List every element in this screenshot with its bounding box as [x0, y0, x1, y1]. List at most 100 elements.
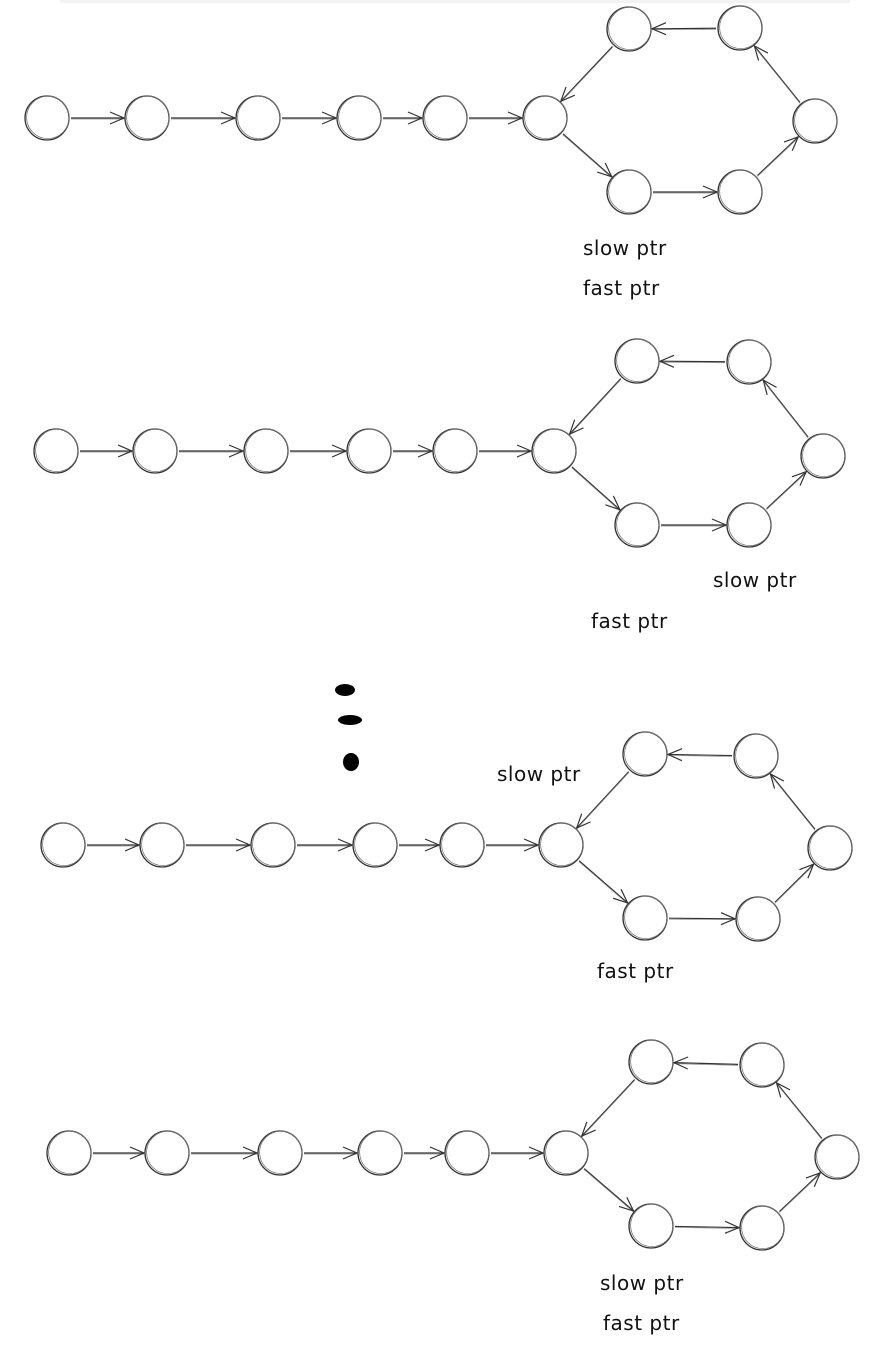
list-arrow-3-4-head: [424, 838, 441, 852]
cycle-arrow-2-5: [659, 360, 726, 363]
list-node-3-3: [250, 822, 296, 868]
cycle-arrow-4-3: [779, 1172, 821, 1212]
list-arrow-3-1-head: [124, 838, 141, 852]
cycle-node-4-3-sketch: [816, 1134, 860, 1179]
slow-ptr-label-2: slow ptr: [713, 568, 797, 592]
cycle-arrow-4-4-head: [775, 1081, 791, 1098]
cycle-arrow-1-5-head: [650, 22, 667, 36]
list-arrow-1-2-head: [220, 111, 237, 125]
cycle-arrow-1-1: [562, 133, 613, 178]
cycle-arrow-2-3-sketch: [766, 472, 807, 510]
cycle-arrow-3-4-sketch: [770, 774, 816, 831]
cycle-arrow-1-5: [651, 27, 717, 30]
cycle-node-2-1: [614, 502, 660, 548]
fast-ptr-label-4: fast ptr: [603, 1311, 680, 1335]
list-arrow-2-1-head: [117, 444, 134, 458]
list-node-1-6: [522, 95, 568, 141]
cycle-arrow-2-1: [571, 466, 621, 511]
cycle-arrow-3-3-sketch: [774, 864, 814, 904]
cycle-arrow-3-2-head: [720, 912, 737, 926]
list-arrow-2-4-head: [417, 444, 434, 458]
cycle-node-2-2-sketch: [728, 502, 772, 547]
list-node-2-1: [33, 428, 79, 474]
list-node-2-3: [243, 428, 289, 474]
cycle-node-2-4: [726, 339, 772, 385]
cycle-arrow-2-4-sketch: [762, 380, 809, 439]
cycle-arrow-3-5: [667, 753, 733, 757]
cycle-node-2-1-sketch: [616, 502, 660, 547]
list-node-2-2: [132, 428, 178, 474]
list-node-2-6: [531, 428, 577, 474]
cycle-arrow-4-4: [776, 1082, 823, 1139]
cycle-node-1-3: [792, 98, 838, 144]
cycle-node-3-4: [733, 733, 779, 779]
cycle-arrow-3-5-head: [666, 748, 683, 762]
cycle-node-1-4-sketch: [719, 5, 763, 50]
cycle-arrow-1-3-sketch: [757, 137, 799, 177]
cycle-arrow-4-5-head: [672, 1056, 689, 1070]
cycle-arrow-3-1-head: [612, 888, 629, 904]
cycle-node-3-1-sketch: [624, 895, 668, 940]
list-arrow-2-3-head: [331, 444, 348, 458]
cycle-arrow-4-5: [673, 1062, 739, 1065]
list-node-3-2: [139, 822, 185, 868]
cycle-arrow-1-6-sketch: [560, 47, 613, 103]
list-node-1-1: [24, 95, 70, 141]
cycle-arrow-4-6-head: [580, 1121, 596, 1138]
cycle-arrow-1-1-head: [597, 162, 613, 178]
cycle-node-1-2: [717, 169, 763, 215]
cycle-arrow-4-6: [581, 1079, 636, 1137]
list-node-1-6-sketch: [524, 95, 568, 139]
cycle-arrow-3-3-head: [799, 863, 815, 879]
cycle-arrow-4-5-sketch: [673, 1063, 739, 1066]
fast-ptr-label-1: fast ptr: [583, 276, 660, 300]
cycle-node-1-5: [606, 6, 652, 52]
cycle-node-1-3-sketch: [794, 98, 838, 142]
slow-ptr-label-3: slow ptr: [497, 762, 581, 786]
list-node-1-2: [124, 95, 170, 141]
cycle-arrow-3-3: [774, 863, 815, 903]
cycle-arrow-4-1-head: [618, 1197, 635, 1213]
cycle-arrow-3-4: [769, 773, 816, 830]
list-node-3-5: [439, 822, 485, 868]
list-node-4-5: [444, 1130, 490, 1176]
cycle-arrow-4-1-sketch: [583, 1169, 634, 1213]
list-node-4-4: [357, 1130, 403, 1176]
list-arrow-1-5-head: [507, 111, 524, 125]
cycle-arrow-2-3-head: [791, 470, 808, 486]
cycle-node-2-2: [726, 502, 772, 548]
cycle-node-1-4: [717, 5, 763, 51]
list-node-4-1-sketch: [48, 1130, 92, 1175]
list-node-4-2-sketch: [146, 1130, 190, 1175]
cycle-arrow-1-6-head: [559, 86, 575, 103]
cycle-node-3-2: [735, 896, 781, 942]
list-node-1-5: [422, 95, 468, 141]
cycle-node-2-5-sketch: [616, 338, 660, 382]
list-node-1-3: [235, 95, 281, 141]
cycle-node-1-2-sketch: [719, 169, 763, 213]
list-node-4-6-sketch: [545, 1130, 589, 1175]
list-arrow-4-4-head: [429, 1146, 446, 1160]
list-node-2-3-sketch: [245, 428, 289, 472]
list-node-3-5-sketch: [441, 822, 485, 867]
list-arrow-1-3-head: [321, 111, 338, 125]
cycle-node-3-3-sketch: [809, 825, 853, 870]
list-node-1-2-sketch: [126, 95, 170, 139]
list-node-4-5-sketch: [446, 1130, 490, 1175]
list-node-4-3-sketch: [259, 1130, 303, 1175]
list-arrow-3-2-head: [235, 838, 252, 852]
fast-ptr-label-2: fast ptr: [591, 609, 668, 633]
cycle-node-3-1: [622, 895, 668, 941]
cycle-node-3-4-sketch: [735, 733, 779, 778]
cycle-node-3-2-sketch: [737, 896, 781, 941]
cycle-node-1-5-sketch: [608, 6, 652, 51]
cycle-arrow-4-3-sketch: [779, 1173, 821, 1213]
cycle-node-4-2-sketch: [741, 1205, 785, 1250]
list-node-4-1: [46, 1130, 92, 1176]
cycle-arrow-1-4-sketch: [754, 46, 801, 104]
cycle-arrow-2-3: [766, 471, 807, 510]
cycle-arrow-3-2-sketch: [668, 918, 736, 921]
cycle-arrow-1-3-head: [783, 135, 800, 152]
cycle-node-4-4: [739, 1042, 785, 1088]
cycle-arrow-1-4-head: [753, 44, 769, 61]
